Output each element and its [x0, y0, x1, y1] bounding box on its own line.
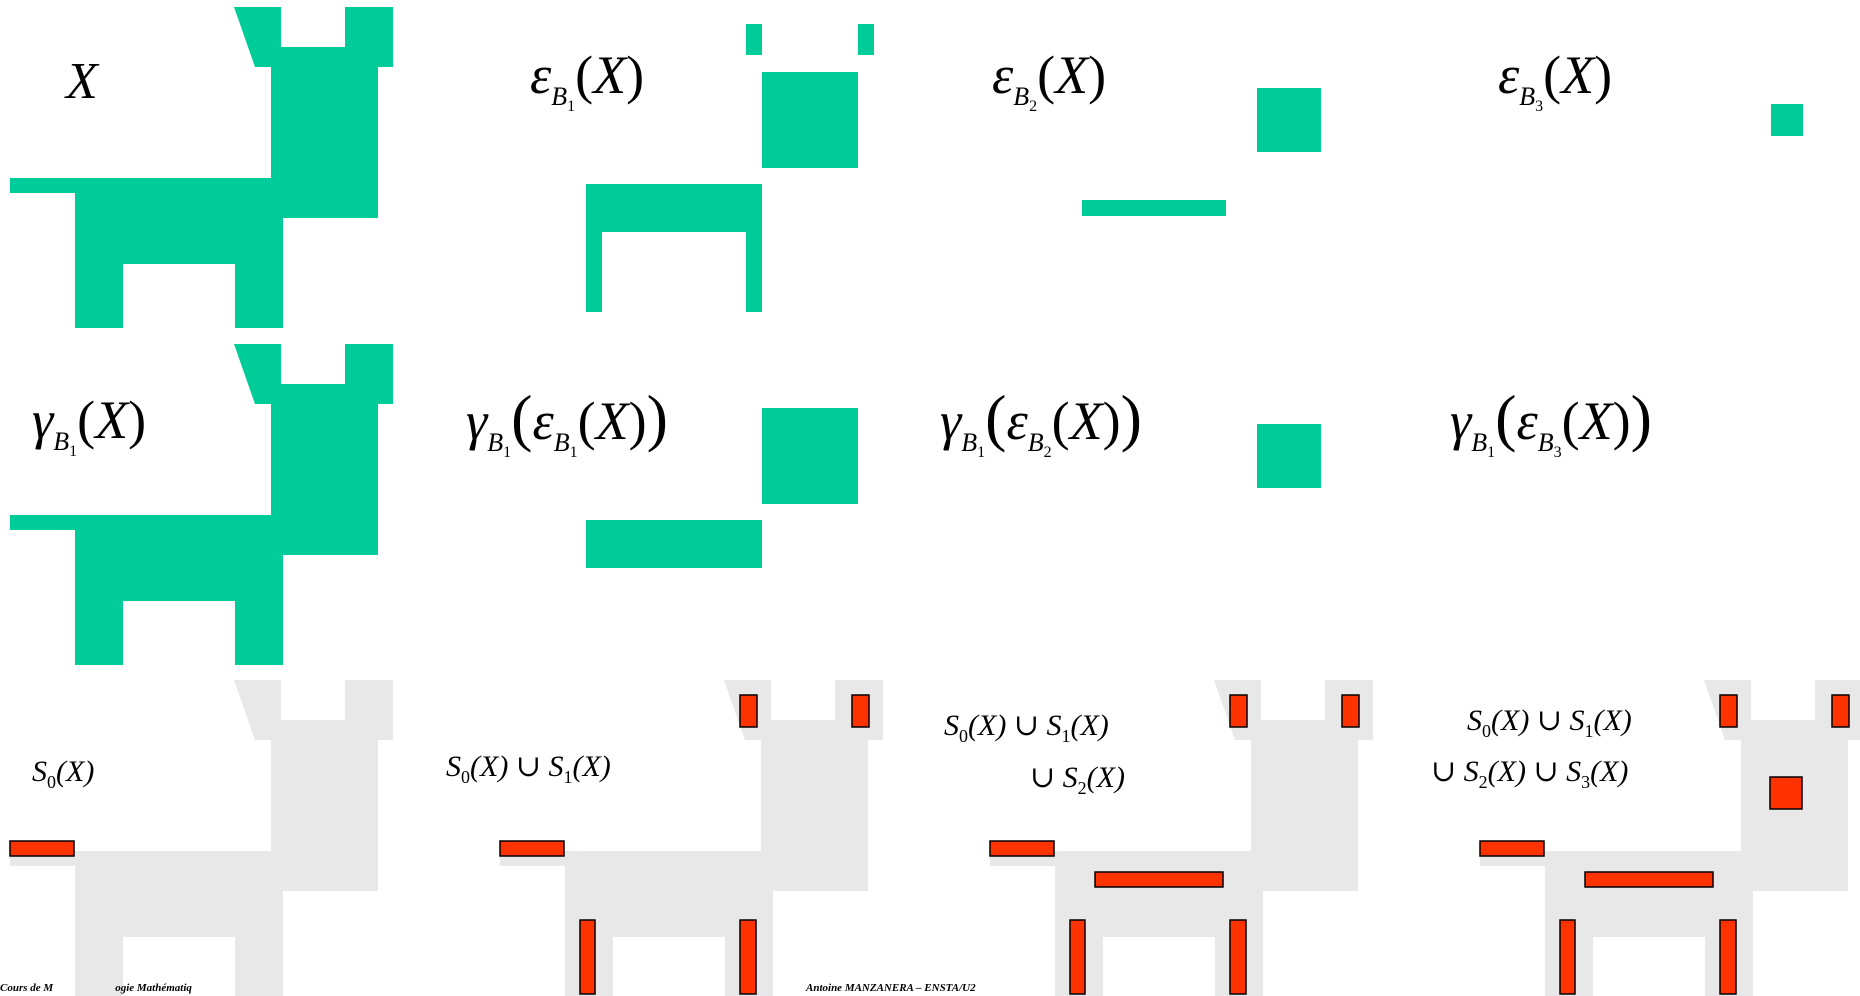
label-s0-s1: S0(X) ∪ S1(X): [446, 750, 611, 787]
label-s2-s3-line2: ∪ S2(X) ∪ S3(X): [1431, 755, 1629, 792]
label-opening-erosion-b3: γB1(εB3(X)): [1450, 382, 1652, 461]
label-x: X: [66, 53, 98, 110]
skeleton-head: [1769, 776, 1803, 810]
panel-skeleton-s012: [989, 680, 1373, 996]
skeleton-body: [1584, 871, 1714, 888]
skeleton-ear-left: [1719, 694, 1738, 728]
panel-skeleton-s0123: [1479, 680, 1860, 996]
skeleton-leg-left: [1559, 919, 1576, 995]
label-opening-x: γB1(X): [32, 390, 147, 460]
panel-skeleton-s01: [499, 680, 883, 996]
label-opening-erosion-b2: γB1(εB2(X)): [940, 382, 1142, 461]
skeleton-tail: [9, 840, 75, 857]
panel-skeleton-s0: [9, 680, 393, 996]
footer-center: Antoine MANZANERA – ENSTA/U2: [806, 982, 976, 994]
shape-background: [10, 680, 393, 996]
skeleton-body: [1094, 871, 1224, 888]
panel-erosion-b1: [586, 24, 874, 312]
ear-fragment-right: [858, 24, 874, 55]
panel-opening-erosion-b1: [586, 408, 858, 568]
skeleton-leg-right: [1719, 919, 1737, 995]
label-s0-s1-line1: S0(X) ∪ S1(X): [944, 709, 1109, 746]
head-block: [762, 408, 858, 504]
panel-erosion-b2: [1082, 88, 1321, 216]
skeleton-tail: [1479, 840, 1545, 857]
label-erosion-b3: εB3(X): [1498, 45, 1613, 115]
head-block: [1771, 104, 1803, 136]
shape-background: [500, 680, 883, 996]
label-opening-erosion-b1: γB1(εB1(X)): [466, 382, 668, 461]
skeleton-tail: [989, 840, 1055, 857]
panel-opening-erosion-b2: [1257, 424, 1321, 488]
skeleton-ear-right: [1831, 694, 1850, 728]
label-s0-s1-line1b: S0(X) ∪ S1(X): [1467, 704, 1632, 741]
label-s0: S0(X): [32, 755, 95, 792]
ear-fragment-left: [746, 24, 762, 55]
skeleton-ear-right: [1341, 694, 1360, 728]
skeleton-ear-left: [1229, 694, 1248, 728]
skeleton-leg-left: [579, 919, 596, 995]
skeleton-leg-left: [1069, 919, 1086, 995]
head-block: [1257, 424, 1321, 488]
body-block: [586, 520, 762, 568]
skeleton-leg-right: [739, 919, 757, 995]
label-erosion-b2: εB2(X): [992, 45, 1107, 115]
head-block: [762, 72, 858, 168]
skeleton-tail: [499, 840, 565, 857]
body-legs: [586, 184, 762, 312]
label-s2-line2: ∪ S2(X): [1030, 761, 1125, 798]
label-erosion-b1: εB1(X): [530, 45, 645, 115]
skeleton-ear-right: [851, 694, 870, 728]
body-strip: [1082, 200, 1226, 216]
head-block: [1257, 88, 1321, 152]
skeleton-ear-left: [739, 694, 758, 728]
skeleton-leg-right: [1229, 919, 1247, 995]
panel-erosion-b3: [1771, 104, 1803, 136]
